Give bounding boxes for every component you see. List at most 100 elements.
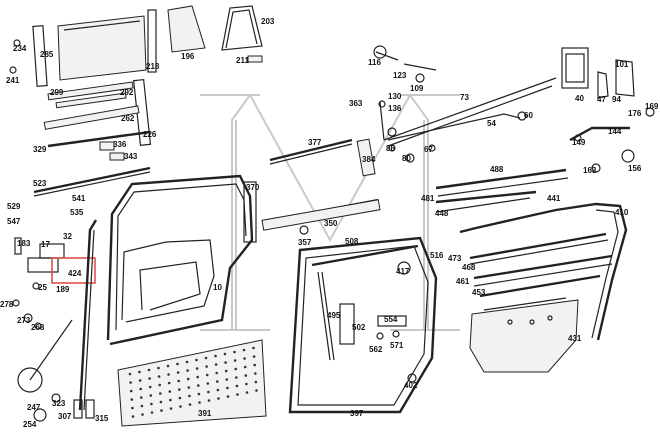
- perforation-hole: [226, 386, 229, 390]
- part-label: 448: [435, 209, 449, 218]
- part-label: 516: [430, 251, 444, 260]
- part-number-labels: 234 285 241 218 196 203 211 299 292 262 …: [0, 17, 659, 429]
- part-label: 226: [143, 130, 157, 139]
- perforation-hole: [204, 356, 208, 360]
- part-label: 329: [33, 145, 47, 154]
- part-label: 169: [645, 102, 659, 111]
- perforation-hole: [215, 371, 218, 375]
- perforation-hole: [235, 376, 238, 379]
- part-label: 299: [50, 88, 64, 97]
- perforation-hole: [197, 392, 201, 396]
- perforation-hole: [205, 365, 208, 368]
- perforation-hole: [188, 394, 191, 398]
- part-label: 60: [524, 111, 533, 120]
- perforation-hole: [214, 363, 218, 366]
- perforation-hole: [169, 407, 173, 410]
- part-label: 554: [384, 315, 398, 324]
- perforation-hole: [196, 375, 199, 379]
- part-label: 535: [70, 208, 84, 217]
- part-label: 562: [369, 345, 383, 354]
- part-label: 357: [298, 238, 312, 247]
- part-label: 211: [236, 56, 249, 65]
- part-label: 123: [393, 71, 407, 80]
- perforation-hole: [214, 354, 217, 358]
- part-label: 130: [388, 92, 402, 101]
- part-label: 417: [396, 267, 410, 276]
- part-label: 247: [27, 403, 41, 412]
- part-label: 292: [120, 88, 134, 97]
- part-label: 67: [424, 145, 433, 154]
- lock-linkage-hardware: [373, 45, 655, 173]
- perforation-hole: [129, 389, 133, 393]
- perforation-hole: [197, 384, 200, 387]
- perforation-hole: [176, 371, 180, 374]
- part-label: 350: [324, 219, 338, 228]
- part-label: 285: [40, 50, 54, 59]
- part-label: 461: [456, 277, 470, 286]
- perforated-panel: [117, 339, 267, 427]
- part-label: 234: [13, 44, 27, 53]
- trim-strips-left: [33, 81, 151, 197]
- perforation-hole: [253, 363, 256, 367]
- part-label: 307: [58, 412, 72, 421]
- part-label: 323: [52, 399, 66, 408]
- perforation-hole: [216, 380, 219, 383]
- perforation-hole: [195, 358, 198, 362]
- perforation-hole: [148, 377, 151, 380]
- part-label: 523: [33, 179, 47, 188]
- part-label: 502: [352, 323, 366, 332]
- perforation-hole: [138, 370, 141, 374]
- part-label: 315: [95, 414, 109, 423]
- part-label: 391: [198, 409, 212, 418]
- part-label: 384: [362, 155, 376, 164]
- perforation-hole: [233, 350, 236, 354]
- part-label: 336: [113, 140, 127, 149]
- perforation-hole: [176, 362, 179, 366]
- part-label: 149: [572, 138, 586, 147]
- part-label: 363: [349, 99, 363, 108]
- perforation-hole: [141, 413, 144, 416]
- part-label: 402: [404, 381, 418, 390]
- perforation-hole: [150, 402, 153, 406]
- perforation-hole: [224, 361, 227, 364]
- perforation-hole: [140, 396, 143, 399]
- part-label: 136: [388, 104, 402, 113]
- part-label: 54: [487, 119, 496, 128]
- perforation-hole: [138, 379, 142, 382]
- part-label: 218: [146, 62, 160, 71]
- perforation-hole: [166, 364, 170, 368]
- part-label: 73: [460, 93, 469, 102]
- part-label: 431: [568, 334, 582, 343]
- perforation-hole: [179, 405, 182, 408]
- part-label: 262: [121, 114, 135, 123]
- left-hardware: [12, 219, 98, 422]
- perforation-hole: [130, 398, 134, 401]
- perforation-hole: [149, 394, 153, 397]
- perforation-hole: [160, 409, 163, 412]
- window-glass-group: [9, 5, 263, 147]
- part-label: 273: [17, 316, 31, 325]
- part-label: 183: [17, 239, 31, 248]
- part-label: 541: [72, 194, 86, 203]
- perforation-hole: [186, 369, 189, 372]
- part-label: 529: [7, 202, 21, 211]
- inner-door-panel: [469, 297, 579, 373]
- perforation-hole: [148, 385, 152, 389]
- perforation-hole: [216, 388, 220, 392]
- part-label: 25: [38, 283, 47, 292]
- perforation-hole: [128, 372, 132, 376]
- part-label: 343: [124, 152, 138, 161]
- perforation-hole: [131, 415, 135, 418]
- perforation-hole: [131, 406, 134, 410]
- perforation-hole: [188, 403, 192, 406]
- perforation-hole: [157, 375, 161, 378]
- perforation-hole: [150, 411, 154, 414]
- part-label: 254: [23, 420, 37, 429]
- part-label: 441: [547, 194, 561, 203]
- part-label: 453: [472, 288, 486, 297]
- part-label: 109: [410, 84, 424, 93]
- perforation-hole: [242, 348, 246, 352]
- part-label: 241: [6, 76, 20, 85]
- perforation-hole: [243, 365, 247, 369]
